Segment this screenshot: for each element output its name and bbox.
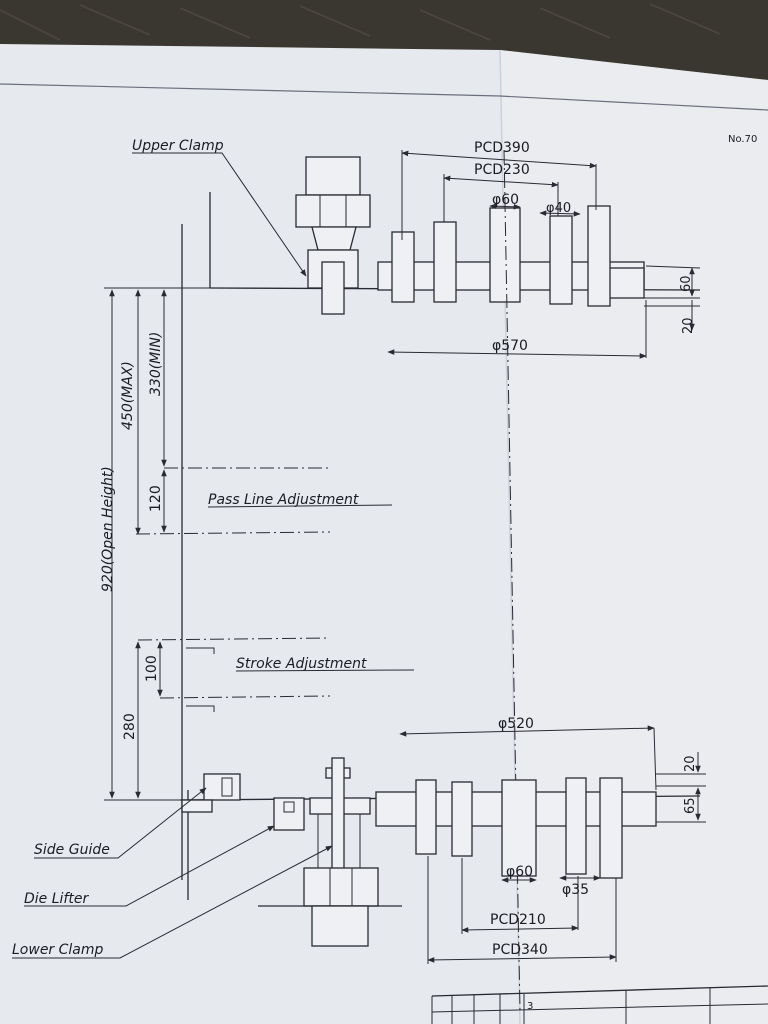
dim-phi520: φ520 [498,716,534,732]
dim-phi570: φ570 [492,338,528,354]
leader-side-guide [34,787,207,859]
leader-upper-clamp [132,152,307,277]
lower-roll-4 [565,777,587,875]
upper-dimensions [387,150,701,359]
label-die-lifter: Die Lifter [24,891,89,907]
lower-dimensions [399,725,706,964]
upper-clamp-plate [295,194,371,228]
dim-height-60-upper: 60 [679,275,694,292]
label-upper-clamp: Upper Clamp [132,138,224,154]
vertical-dimensions [104,287,331,801]
label-side-guide: Side Guide [34,842,110,858]
dim-min: 330(MIN) [148,332,164,396]
dim-pcd390: PCD390 [474,140,530,156]
dim-phi35: φ35 [562,882,589,898]
dim-phi60-lower: φ60 [506,864,533,880]
dim-pcd230: PCD230 [474,162,530,178]
sheet-number: No.70 [728,134,757,145]
paper-fold-shading [500,50,768,1024]
upper-clamp-t-bolt [321,261,345,315]
upper-assembly [209,156,701,315]
dim-stroke: 100 [144,655,160,682]
lower-assembly [179,757,701,947]
dim-pcd210: PCD210 [490,912,546,928]
leader-lower-clamp [12,845,333,959]
dim-phi40: φ40 [546,201,571,216]
label-stroke-adjustment: Stroke Adjustment [236,656,367,672]
label-pass-line-adjustment: Pass Line Adjustment [208,492,359,508]
label-lower-clamp: Lower Clamp [12,942,104,958]
lower-clamp-base [311,905,369,947]
sheet-border [0,83,768,111]
upper-clamp-wedge [311,226,357,251]
dim-pcd340: PCD340 [492,942,548,958]
dim-phi60-upper: φ60 [492,192,519,208]
lower-roll-5 [599,777,623,879]
dim-height-20-lower: 20 [683,755,698,772]
lower-roll-1 [415,779,437,855]
floor-pattern [0,3,721,41]
dim-max: 450(MAX) [120,361,136,430]
lower-clamp-plate [303,867,379,907]
upper-roll-2 [433,221,457,303]
dim-pass-line: 120 [148,485,164,512]
lower-roll-2 [451,781,473,857]
dim-lower: 280 [122,713,138,740]
leader-die-lifter [24,825,275,907]
title-block-cell-number: 3 [527,1001,533,1012]
title-block [431,985,768,1024]
dim-height-20-upper: 20 [681,317,696,334]
upper-roll-1 [391,231,415,303]
upper-clamp-block [305,156,361,196]
dim-open-height: 920(Open Height) [100,466,116,592]
lower-roll-3 [501,779,537,877]
upper-roll-4 [549,215,573,305]
upper-roll-5 [587,205,611,307]
dim-height-65-lower: 65 [683,797,698,814]
die-lifter-block [273,797,305,831]
